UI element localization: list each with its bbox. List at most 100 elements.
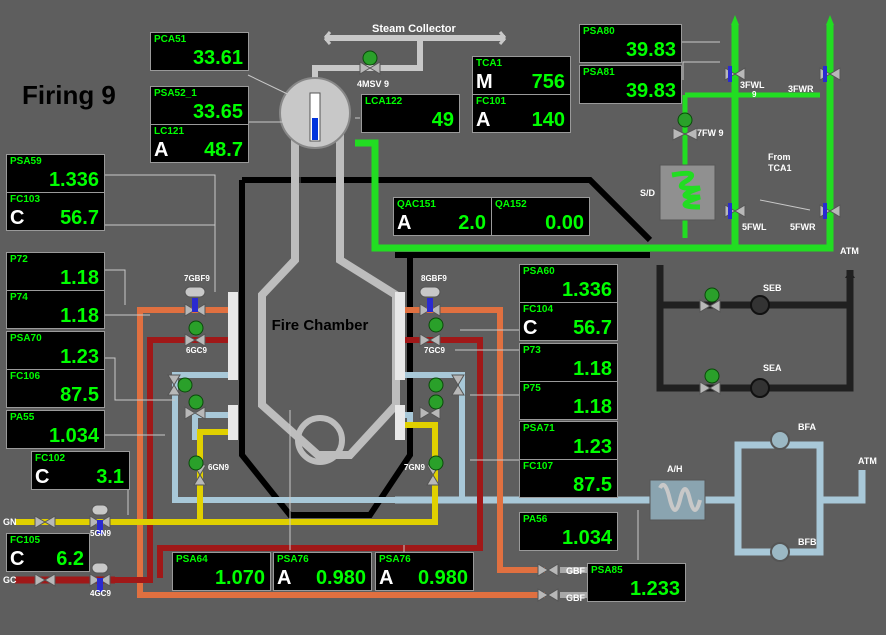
instrument-lca122[interactable]: LCA122 49 [361,94,460,133]
instrument-tag: QA152 [495,199,527,210]
instrument-fc101[interactable]: FC101 A 140 [472,94,571,133]
from-tca1-label: TCA1 [768,163,792,173]
instrument-pca51[interactable]: PCA51 33.61 [150,32,249,71]
instrument-psa64[interactable]: PSA64 1.070 [172,552,271,591]
instrument-fc107[interactable]: FC107 87.5 [519,459,618,498]
instrument-mode: A [379,567,394,589]
instrument-p73[interactable]: P73 1.18 [519,343,618,382]
combustion-air-pipe [395,441,866,556]
instrument-tag: P72 [10,254,28,265]
instrument-value: 1.034 [561,527,612,549]
valve-6gn9-label: 6GN9 [208,463,229,472]
flue-outline [239,177,653,518]
air-heater-label: A/H [667,464,683,474]
instrument-value: 1.336 [48,169,99,191]
instrument-psa76-a[interactable]: PSA76 A 0.980 [273,552,372,591]
instrument-qa152[interactable]: QA152 0.00 [491,197,590,236]
instrument-p75[interactable]: P75 1.18 [519,381,618,420]
gc-inlet-label: GC [3,575,17,585]
fan-sea-label: SEA [763,363,782,373]
fan-bfa-label: BFA [798,422,816,432]
instrument-value: 48.7 [204,139,243,161]
valve-7gc9-label: 7GC9 [424,346,445,355]
instrument-mode: C [523,317,538,339]
instrument-value: 1.070 [214,567,265,589]
instrument-psa70[interactable]: PSA70 1.23 [6,331,105,370]
instrument-tag: LCA122 [365,96,403,107]
instrument-psa71[interactable]: PSA71 1.23 [519,421,618,460]
instrument-value: 39.83 [625,80,676,102]
instrument-tag: PSA59 [10,156,42,167]
instrument-tag: PSA76 [277,554,309,565]
valve-7gn9-label: 7GN9 [404,463,425,472]
instrument-psa52[interactable]: PSA52_1 33.65 [150,86,249,125]
instrument-psa81[interactable]: PSA81 39.83 [579,65,682,104]
instrument-value: 0.980 [315,567,366,589]
superheater-label: S/D [640,188,656,198]
instrument-tag: FC101 [476,96,507,107]
instrument-tag: P73 [523,345,541,356]
valve-3fwr-label: 3FWR [788,84,814,94]
instrument-value: 1.23 [60,346,99,368]
instrument-psa59[interactable]: PSA59 1.336 [6,154,105,193]
valve-4gc9-label: 4GC9 [90,589,111,598]
instrument-fc104[interactable]: FC104 C 56.7 [519,302,618,341]
instrument-fc106[interactable]: FC106 87.5 [6,369,105,408]
valve-8gbf9-label: 8GBF9 [421,274,447,283]
instrument-pa55[interactable]: PA55 1.034 [6,410,105,449]
instrument-psa80[interactable]: PSA80 39.83 [579,24,682,63]
instrument-tag: PSA60 [523,266,555,277]
instrument-tag: PSA64 [176,554,208,565]
instrument-tag: FC102 [35,453,66,464]
instrument-fc103[interactable]: FC103 C 56.7 [6,192,105,231]
feedwater-bypass [682,92,820,238]
instrument-value: 1.336 [561,279,612,301]
instrument-psa76-b[interactable]: PSA76 A 0.980 [375,552,474,591]
valve-7gbf9-label: 7GBF9 [184,274,210,283]
gbf-outlet-1-label: GBF [566,566,585,576]
instrument-mode: M [476,71,493,93]
page-title: Firing 9 [22,80,116,110]
instrument-qac151[interactable]: QAC151 A 2.0 [393,197,492,236]
instrument-tca1[interactable]: TCA1 M 756 [472,56,571,95]
instrument-value: 49 [431,109,454,131]
instrument-p74[interactable]: P74 1.18 [6,290,105,329]
instrument-fc102[interactable]: FC102 C 3.1 [31,451,130,490]
instrument-p72[interactable]: P72 1.18 [6,252,105,291]
instrument-fc105[interactable]: FC105 C 6.2 [6,533,90,572]
instrument-tag: PSA70 [10,333,42,344]
instrument-tag: FC107 [523,461,554,472]
instrument-tag: P75 [523,383,541,394]
flue-exhaust-pipe [656,265,854,392]
instrument-tag: PSA80 [583,26,615,37]
air-heater [649,479,706,521]
instrument-tag: PA55 [10,412,35,423]
instrument-tag: PA56 [523,514,548,525]
instrument-mode: A [154,139,169,161]
instrument-psa60[interactable]: PSA60 1.336 [519,264,618,303]
instrument-value: 756 [531,71,565,93]
valve-3fwl-label: 3FWL [740,80,765,90]
instrument-tag: FC103 [10,194,41,205]
instrument-value: 0.00 [545,212,584,234]
atm-air-label: ATM [858,456,877,466]
instrument-pa56[interactable]: PA56 1.034 [519,512,618,551]
instrument-value: 3.1 [96,466,124,488]
instrument-mode: A [476,109,491,131]
fire-chamber-drum [295,415,345,465]
air-pipe-left [172,372,395,503]
instrument-tag: PCA51 [154,34,187,45]
instrument-value: 39.83 [625,39,676,61]
from-label: From [768,152,791,162]
instrument-value: 1.18 [573,396,612,418]
instrument-lc121[interactable]: LC121 A 48.7 [150,124,249,163]
feedwater-pipe-main [355,25,834,252]
valve-msv-label: 4MSV 9 [357,79,390,89]
instrument-mode: C [10,548,25,570]
instrument-psa85[interactable]: PSA85 1.233 [587,563,686,602]
instrument-value: 56.7 [573,317,612,339]
instrument-value: 33.65 [192,101,243,123]
instrument-tag: PSA76 [379,554,411,565]
instrument-value: 1.18 [60,267,99,289]
